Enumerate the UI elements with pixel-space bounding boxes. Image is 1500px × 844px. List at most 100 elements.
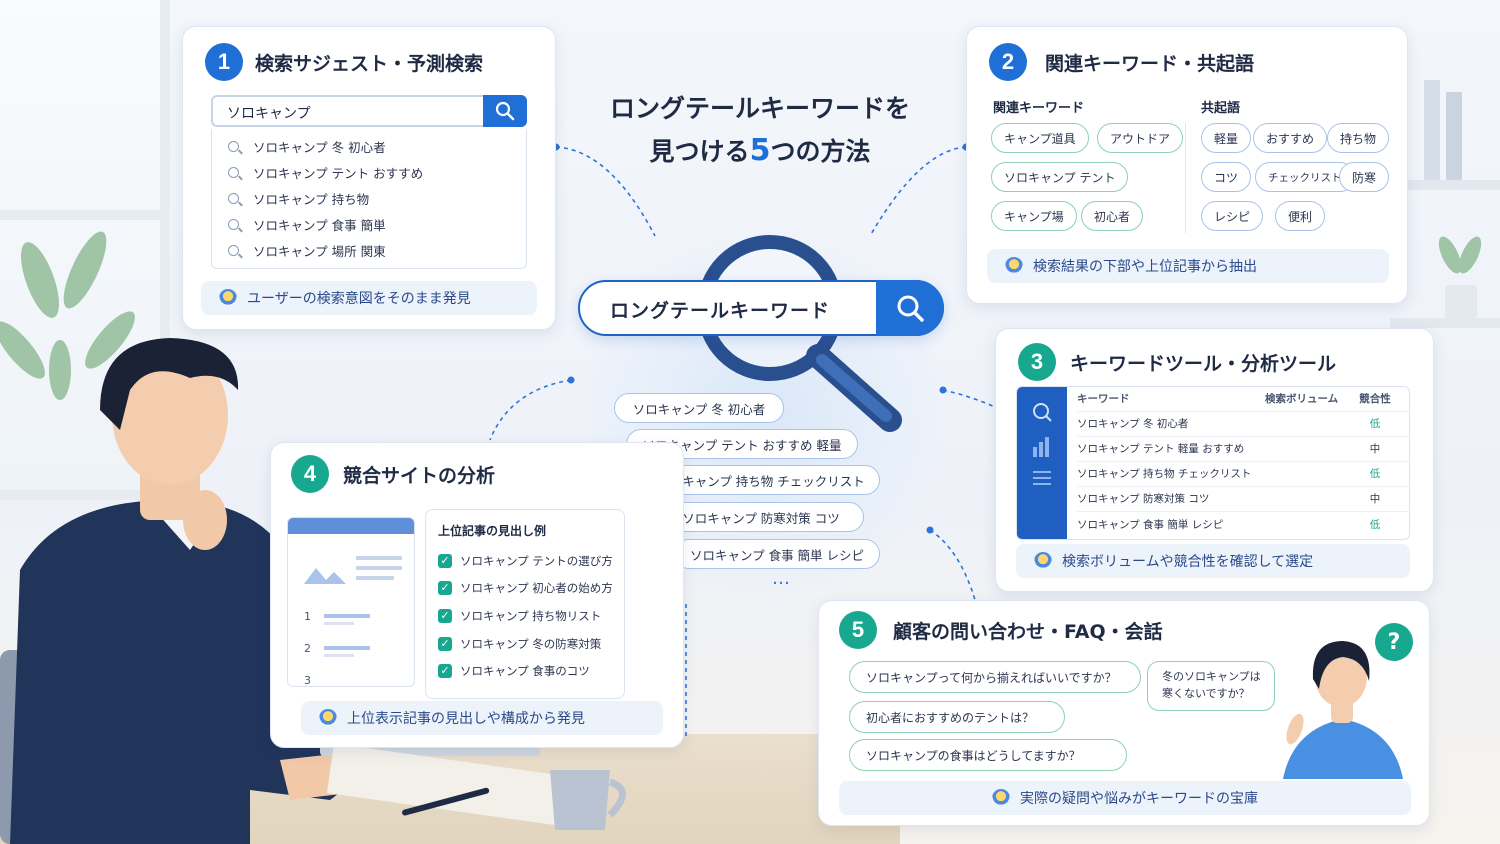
card3-title: キーワードツール・分析ツール [1070,353,1337,375]
heading-item: ✓ソロキャンプ 冬の防寒対策 [438,630,612,658]
header-volume: 検索ボリューム [1265,393,1339,406]
card2-number: 2 [989,43,1027,81]
row-keyword: ソロキャンプ 持ち物 チェックリスト [1077,468,1252,481]
mock-heading-number: 3 [304,674,311,687]
card4-title: 競合サイトの分析 [343,465,496,487]
row-competition: 低 [1369,518,1381,531]
keyword-tool-table: キーワード 検索ボリューム 競合性 ソロキャンプ 冬 初心者低 ソロキャンプ テ… [1016,386,1410,540]
lightbulb-icon [1034,552,1052,570]
lightbulb-icon [219,289,237,307]
card4-hint-text: 上位表示記事の見出しや構成から発見 [347,711,585,727]
faq-question: 初心者におすすめのテントは？ [849,701,1065,733]
suggest-item-text: ソロキャンプ 持ち物 [253,191,370,207]
background-shelf [1390,318,1500,328]
row-keyword: ソロキャンプ 食事 簡単 レシピ [1077,518,1224,531]
table-row[interactable]: ソロキャンプ 防寒対策 コツ中 [1077,487,1409,512]
card2-hint: 検索結果の下部や上位記事から抽出 [987,249,1389,283]
heading-item-text: ソロキャンプ 持ち物リスト [460,608,602,623]
heading-item-text: ソロキャンプ 食事のコツ [460,664,590,679]
heading-item: ✓ソロキャンプ 初心者の始め方 [438,575,613,603]
cooc-label: 共起語 [1201,101,1241,116]
suggest-search-button[interactable] [483,95,527,127]
cooc-pill: レシピ [1201,201,1264,231]
card3-number: 3 [1018,343,1056,381]
suggest-item[interactable]: ソロキャンプ 持ち物 [212,185,526,211]
more-ellipsis: … [772,568,790,589]
row-competition: 低 [1369,418,1381,431]
header-competition: 競合性 [1359,393,1391,406]
lightbulb-icon [1005,257,1023,275]
search-icon [897,295,924,322]
longtail-search-text: ロングテールキーワード [610,300,831,322]
suggest-item[interactable]: ソロキャンプ 場所 関東 [212,237,526,263]
title-line2: 見つける5つの方法 [600,130,920,173]
background-book [1446,92,1462,180]
tool-sidebar [1017,387,1067,539]
cooc-pill: コツ [1201,162,1252,192]
card5-hint: 実際の疑問や悩みがキーワードの宝庫 [839,781,1411,815]
card5-number: 5 [839,611,877,649]
row-competition: 中 [1369,493,1381,506]
card-related-keywords: 2 関連キーワード・共起語 関連キーワード 共起語 キャンプ道具 アウトドア ソ… [966,26,1408,304]
table-row[interactable]: ソロキャンプ 食事 簡単 レシピ 低 [1077,512,1409,537]
card2-hint-text: 検索結果の下部や上位記事から抽出 [1033,259,1257,275]
suggest-item[interactable]: ソロキャンプ テント おすすめ [212,159,526,185]
cooc-pill: 軽量 [1201,123,1252,153]
search-icon [228,244,239,256]
table-row[interactable]: ソロキャンプ テント 軽量 おすすめ中 [1077,437,1409,462]
suggest-dropdown: ソロキャンプ 冬 初心者 ソロキャンプ テント おすすめ ソロキャンプ 持ち物 … [211,129,527,269]
title-line2-post: つの方法 [770,137,871,166]
longtail-search-button[interactable] [876,280,944,336]
question-icon: ? [1375,623,1413,661]
card1-title: 検索サジェスト・予測検索 [255,53,484,75]
heading-item-text: ソロキャンプ テントの選び方 [460,553,613,568]
card-competitor-analysis: 4 競合サイトの分析 1 2 3 上位記事の見出し例 ✓ソロキャンプ テントの選… [270,442,684,748]
longtail-keyword: ソロキャンプ 防寒対策 コツ [658,502,864,532]
card1-hint: ユーザーの検索意図をそのまま発見 [201,281,537,315]
search-icon [495,101,515,121]
suggest-search-input[interactable]: ソロキャンプ [211,95,527,127]
card5-hint-text: 実際の疑問や悩みがキーワードの宝庫 [1020,791,1258,807]
suggest-item-text: ソロキャンプ 場所 関東 [253,243,386,259]
cooc-pill: おすすめ [1253,123,1328,153]
background-book [1424,80,1440,180]
webpage-mockup-content [304,556,402,657]
heading-item: ✓ソロキャンプ 食事のコツ [438,657,612,685]
title-number: 5 [749,133,771,168]
checkbox-icon: ✓ [438,553,452,568]
mock-heading-number: 1 [304,610,311,623]
longtail-keyword: ソロキャンプ 冬 初心者 [614,393,784,423]
lightbulb-icon [319,709,337,727]
suggest-item[interactable]: ソロキャンプ 食事 簡単 [212,211,526,237]
card2-title: 関連キーワード・共起語 [1045,53,1255,75]
longtail-keyword: ソロキャンプ 食事 簡単 レシピ [674,539,880,569]
row-keyword: ソロキャンプ 冬 初心者 [1077,418,1189,431]
divider [1185,123,1186,233]
card4-number: 4 [291,455,329,493]
search-icon [228,192,239,204]
cooc-pill: 持ち物 [1327,123,1390,153]
table-row[interactable]: ソロキャンプ 冬 初心者 低 [1077,412,1409,437]
heading-item-text: ソロキャンプ 冬の防寒対策 [460,636,602,651]
table-row[interactable]: ソロキャンプ 持ち物 チェックリスト低 [1077,462,1409,487]
lightbulb-icon [992,789,1010,807]
main-title: ロングテールキーワードを 見つける5つの方法 [600,88,920,173]
card-search-suggest: 1 検索サジェスト・予測検索 ソロキャンプ ソロキャンプ 冬 初心者 ソロキャン… [182,26,556,330]
longtail-search-bar[interactable]: ロングテールキーワード [578,280,944,336]
background-window-bar [0,210,170,220]
checkbox-icon: ✓ [438,608,452,623]
speech-bubble: 冬のソロキャンプは 寒くないですか？ [1147,661,1275,711]
suggest-item-text: ソロキャンプ テント おすすめ [253,165,424,181]
suggest-item[interactable]: ソロキャンプ 冬 初心者 [212,133,526,159]
suggest-query-text: ソロキャンプ [227,106,311,122]
webpage-mockup: 1 2 3 [287,517,415,687]
search-icon [228,166,239,178]
row-competition: 中 [1369,443,1381,456]
related-keyword-pill: ソロキャンプ テント [991,162,1129,192]
search-icon [228,140,239,152]
title-line2-pre: 見つける [649,137,750,166]
related-keyword-pill: キャンプ場 [991,201,1077,231]
speech-line2: 寒くないですか？ [1162,687,1250,700]
woman-illustration [1283,641,1403,779]
